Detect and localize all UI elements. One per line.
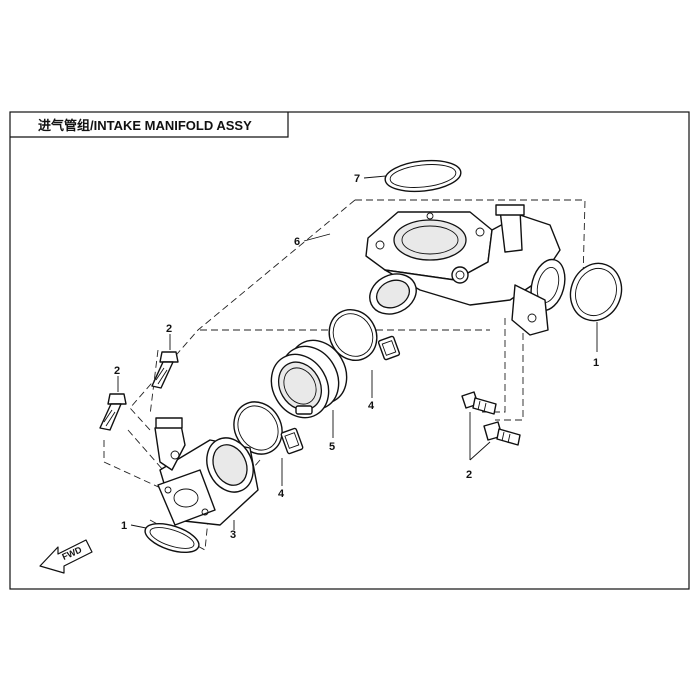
hose-clamp-4-lower (233, 401, 304, 455)
callout-1-right: 1 (593, 357, 599, 369)
diagram-title: 进气管组/INTAKE MANIFOLD ASSY (38, 118, 252, 133)
o-ring-1-left (144, 522, 200, 554)
title-box (10, 112, 289, 138)
o-ring-7 (384, 159, 462, 193)
callout-5: 5 (329, 441, 335, 453)
rubber-boot-5 (270, 339, 348, 419)
bolt-2-top (151, 351, 179, 389)
callout-2-top1: 2 (166, 323, 172, 335)
o-ring-1-right (569, 262, 623, 322)
callout-2-bottom: 2 (466, 469, 472, 481)
fwd-arrow-icon: FWD (39, 539, 93, 574)
bolt-2-bottom-lower (483, 421, 521, 446)
intake-manifold-6 (365, 204, 566, 336)
bolt-2-bottom-upper (461, 391, 497, 415)
bolt-2-left (99, 393, 127, 431)
callout-2-top2: 2 (114, 365, 120, 377)
callout-1-left: 1 (121, 520, 127, 532)
callout-7: 7 (354, 173, 360, 185)
callout-4-upper: 4 (368, 400, 375, 412)
callout-6: 6 (294, 236, 300, 248)
diagram-frame (9, 111, 690, 590)
hose-clamp-4-upper (328, 309, 401, 361)
callout-4-lower: 4 (278, 488, 285, 500)
throttle-adapter-3 (154, 417, 259, 526)
callout-3: 3 (230, 529, 236, 541)
